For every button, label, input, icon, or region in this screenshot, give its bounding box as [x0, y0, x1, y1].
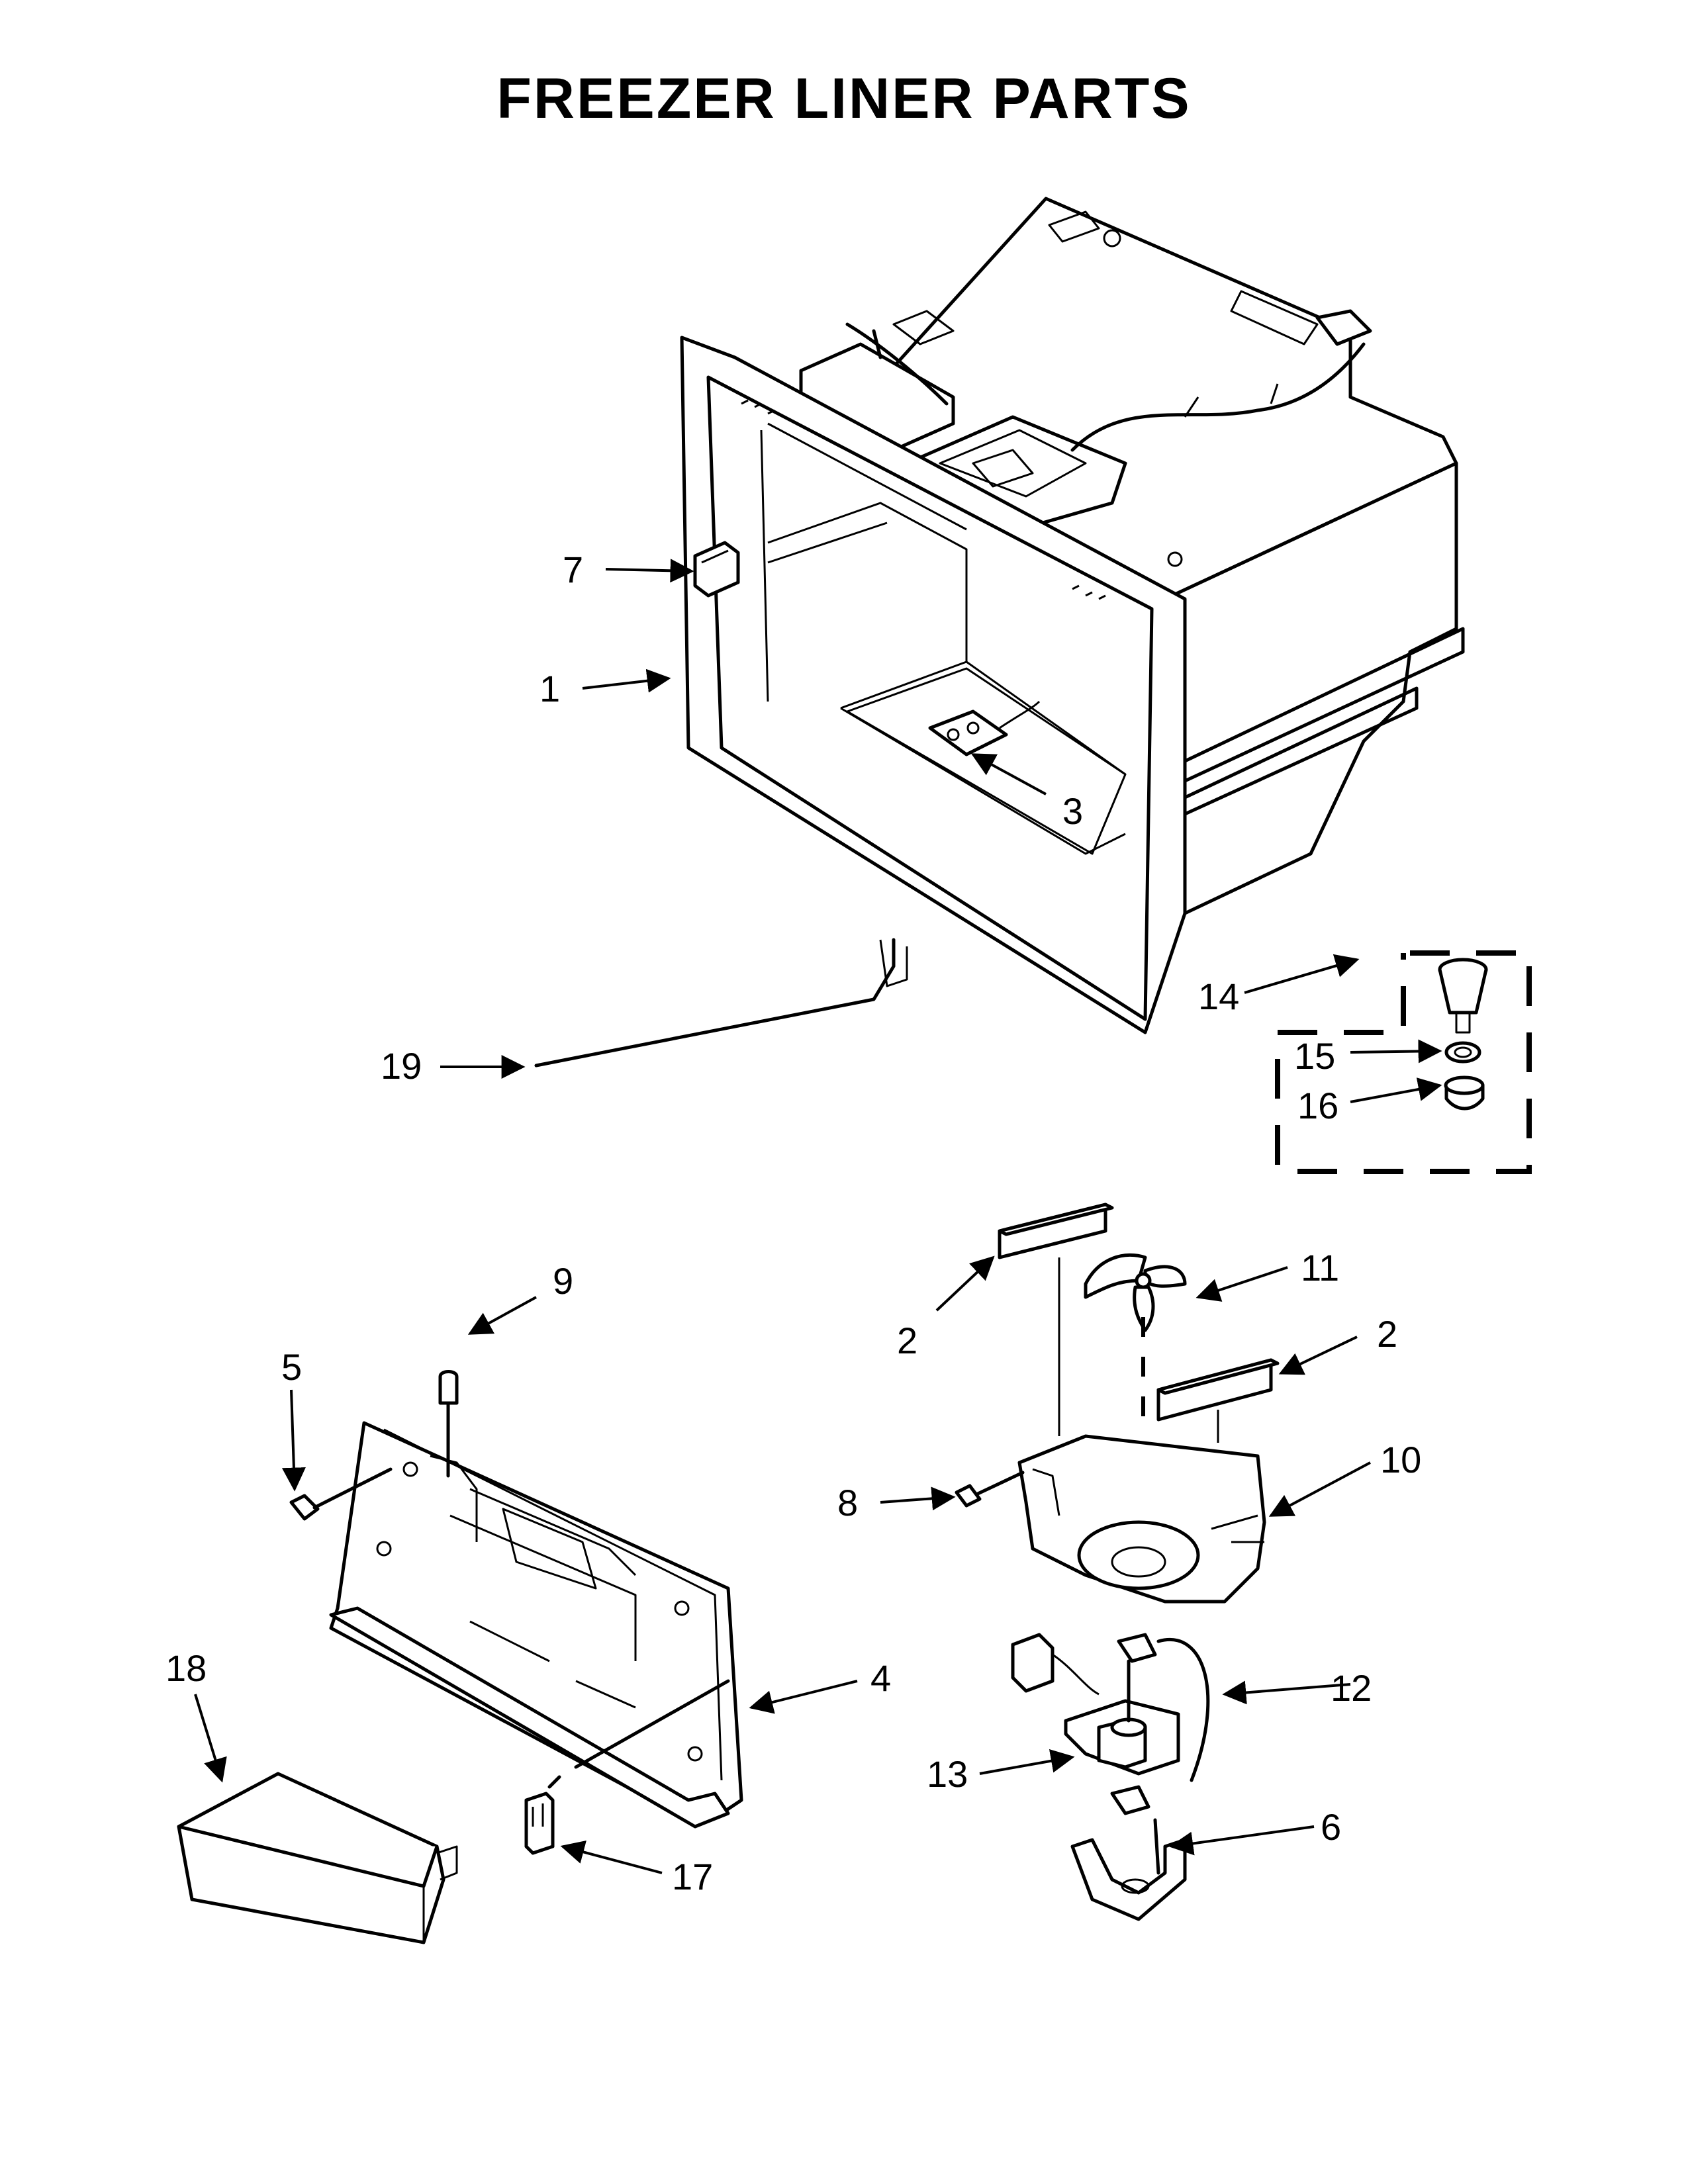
callout-17: 17 — [672, 1856, 713, 1897]
leader-lines — [194, 559, 1442, 1874]
callout-6: 6 — [1321, 1806, 1341, 1848]
callout-2-right: 2 — [1377, 1313, 1397, 1355]
callout-9: 9 — [553, 1260, 573, 1302]
callout-16: 16 — [1297, 1085, 1338, 1126]
drain-trough[interactable] — [1438, 958, 1488, 1034]
callout-11: 11 — [1301, 1247, 1339, 1289]
callout-10: 10 — [1380, 1439, 1421, 1480]
callout-1: 1 — [539, 668, 560, 709]
thermistor[interactable] — [438, 1370, 459, 1478]
page-title: FREEZER LINER PARTS — [496, 67, 1192, 130]
drain-nut[interactable] — [1444, 1075, 1485, 1111]
freezer-liner[interactable] — [680, 197, 1465, 1034]
callout-2-left: 2 — [897, 1320, 917, 1361]
fan-housing[interactable] — [1017, 1434, 1266, 1604]
callout-5: 5 — [281, 1346, 302, 1388]
callout-13: 13 — [927, 1753, 968, 1795]
evaporator-cover[interactable] — [329, 1421, 743, 1829]
callout-8: 8 — [837, 1482, 858, 1524]
callout-14: 14 — [1198, 976, 1239, 1017]
cover-clip[interactable] — [524, 1775, 561, 1855]
heater-wire[interactable] — [534, 938, 908, 1068]
screw-right[interactable] — [955, 1471, 1025, 1508]
callout-12: 12 — [1331, 1667, 1372, 1709]
motor-bracket[interactable] — [1070, 1818, 1187, 1921]
fan-motor[interactable] — [1011, 1633, 1210, 1782]
callout-3: 3 — [1062, 790, 1083, 832]
callout-4: 4 — [870, 1657, 891, 1699]
grommet-bottom[interactable] — [1110, 1785, 1150, 1815]
door-switch[interactable] — [693, 541, 740, 598]
grommet-top[interactable] — [1117, 1633, 1157, 1663]
fan-blade[interactable] — [1084, 1253, 1187, 1332]
drain-ring[interactable] — [1444, 1041, 1481, 1064]
cover-shield[interactable] — [177, 1772, 458, 1944]
callout-7: 7 — [563, 549, 583, 590]
screw-left[interactable] — [289, 1467, 393, 1521]
callout-19: 19 — [381, 1045, 422, 1087]
filter-pad-right[interactable] — [1156, 1358, 1280, 1422]
callout-15: 15 — [1294, 1035, 1335, 1077]
callout-18: 18 — [165, 1647, 207, 1689]
filter-pad-left[interactable] — [998, 1203, 1114, 1259]
